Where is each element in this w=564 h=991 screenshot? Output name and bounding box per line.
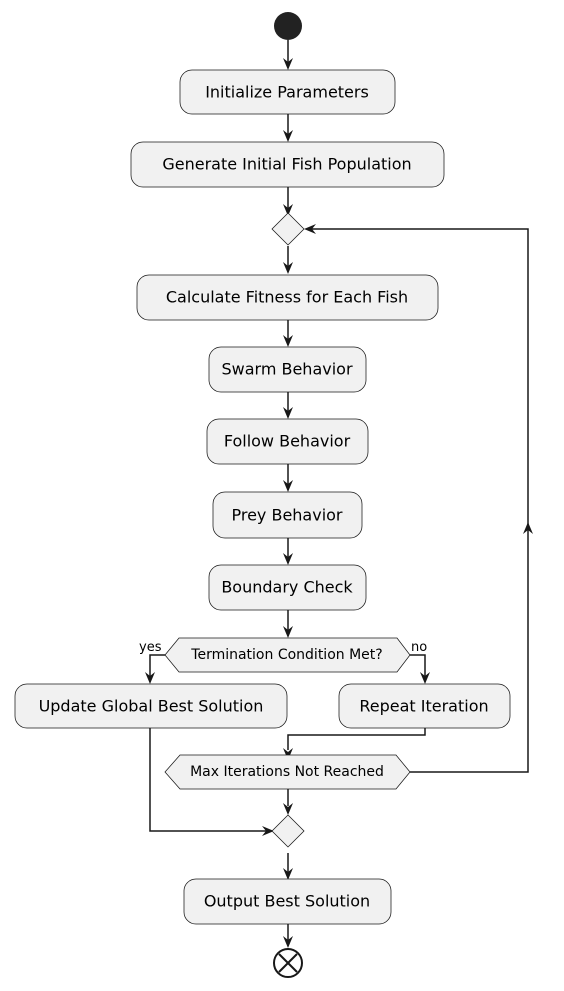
arrowhead-loop-up — [523, 522, 533, 534]
edge-no-repeat — [410, 654, 426, 676]
arrowhead — [283, 553, 293, 565]
arrowhead — [145, 672, 155, 684]
node-label: Generate Initial Fish Population — [162, 155, 411, 174]
node-initialize-parameters: Initialize Parameters — [179, 69, 396, 115]
node-label: Boundary Check — [221, 578, 353, 597]
arrowhead — [283, 130, 293, 142]
arrowheads — [145, 58, 533, 948]
node-boundary-check: Boundary Check — [208, 564, 367, 611]
decision-max-iterations: Max Iterations Not Reached — [164, 754, 411, 790]
node-output-best-solution: Output Best Solution — [183, 878, 392, 925]
arrowhead — [420, 672, 430, 684]
node-calculate-fitness: Calculate Fitness for Each Fish — [136, 274, 439, 321]
node-label: Follow Behavior — [224, 432, 351, 451]
merge-diamond-final — [271, 814, 305, 848]
arrowhead — [283, 407, 293, 419]
arrowhead — [283, 58, 293, 70]
node-repeat-iteration: Repeat Iteration — [338, 683, 511, 729]
branch-label-yes: yes — [139, 640, 162, 655]
arrowhead — [283, 262, 293, 274]
branch-label-no: no — [411, 640, 427, 655]
arrowhead — [262, 826, 274, 836]
node-label: Repeat Iteration — [359, 697, 488, 716]
arrowhead — [283, 803, 293, 815]
edge-repeat-max — [287, 728, 426, 750]
arrowhead — [283, 204, 293, 216]
node-label: Initialize Parameters — [205, 83, 369, 102]
edge-loop-back — [312, 228, 529, 773]
node-follow-behavior: Follow Behavior — [206, 418, 369, 465]
node-update-global-best: Update Global Best Solution — [14, 683, 288, 729]
node-prey-behavior: Prey Behavior — [212, 491, 363, 539]
start-node-icon — [274, 12, 302, 40]
node-label: Prey Behavior — [231, 506, 342, 525]
node-label: Calculate Fitness for Each Fish — [166, 288, 408, 307]
node-label: Swarm Behavior — [221, 360, 352, 379]
decision-termination-condition: Termination Condition Met? — [164, 637, 411, 673]
node-label: Output Best Solution — [204, 892, 370, 911]
arrowhead — [283, 936, 293, 948]
arrowhead — [283, 748, 293, 760]
node-label: Update Global Best Solution — [39, 697, 264, 716]
arrowhead — [283, 480, 293, 492]
end-node-icon — [273, 948, 303, 978]
arrowhead — [283, 335, 293, 347]
node-swarm-behavior: Swarm Behavior — [208, 346, 367, 393]
edge-yes-update — [149, 654, 165, 676]
edge-update-merge2 — [149, 728, 266, 832]
arrowhead — [283, 868, 293, 880]
arrowhead — [283, 626, 293, 638]
arrowhead-loop-left — [304, 224, 316, 234]
node-generate-population: Generate Initial Fish Population — [130, 141, 445, 188]
merge-diamond-loop — [271, 212, 305, 246]
edges — [149, 40, 529, 940]
node-label: Max Iterations Not Reached — [190, 764, 384, 780]
node-label: Termination Condition Met? — [190, 647, 382, 663]
